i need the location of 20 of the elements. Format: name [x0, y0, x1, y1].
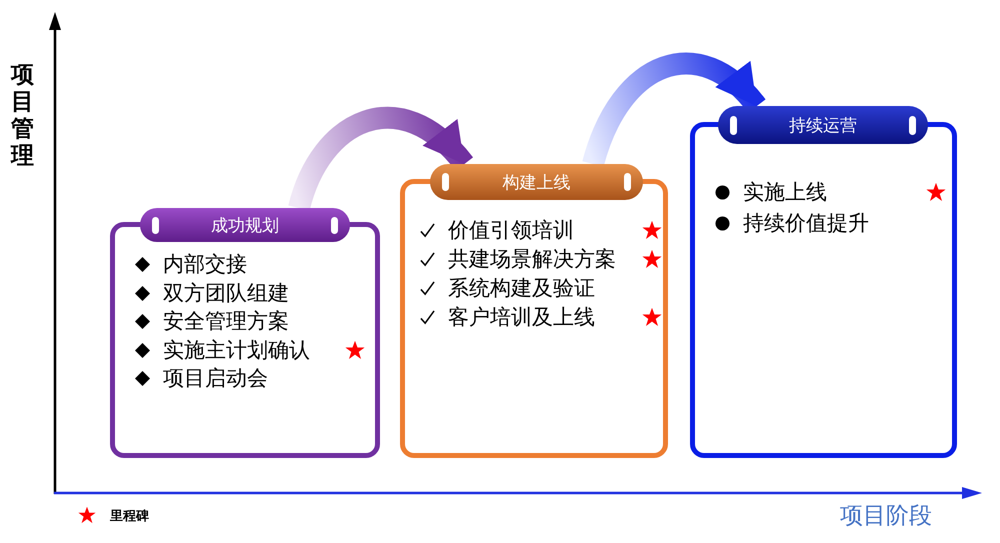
axis-title: 项目阶段: [840, 502, 932, 531]
task-item: 系统构建及验证: [448, 275, 595, 302]
stage-header: 成功规划: [140, 208, 350, 242]
task-item: 共建场景解决方案: [448, 246, 616, 273]
task-item: 安全管理方案: [163, 308, 289, 335]
stage-card: [690, 106, 957, 458]
axis-title: 项目管理: [11, 62, 35, 170]
task-item: 实施主计划确认: [163, 336, 310, 364]
stage-card: [110, 208, 380, 458]
stage-header: 构建上线: [430, 164, 643, 200]
task-item: 项目启动会: [163, 365, 268, 392]
task-item: 双方团队组建: [163, 280, 289, 306]
task-item: 实施上线: [743, 179, 827, 206]
legend-label: 里程碑: [110, 508, 149, 525]
stage-card: [400, 164, 668, 458]
task-item: 持续价值提升: [743, 210, 869, 237]
stage-header: 持续运营: [718, 106, 928, 144]
task-item: 价值引领培训: [448, 217, 574, 244]
task-item: 内部交接: [163, 251, 247, 278]
task-item: 客户培训及上线: [448, 304, 595, 331]
